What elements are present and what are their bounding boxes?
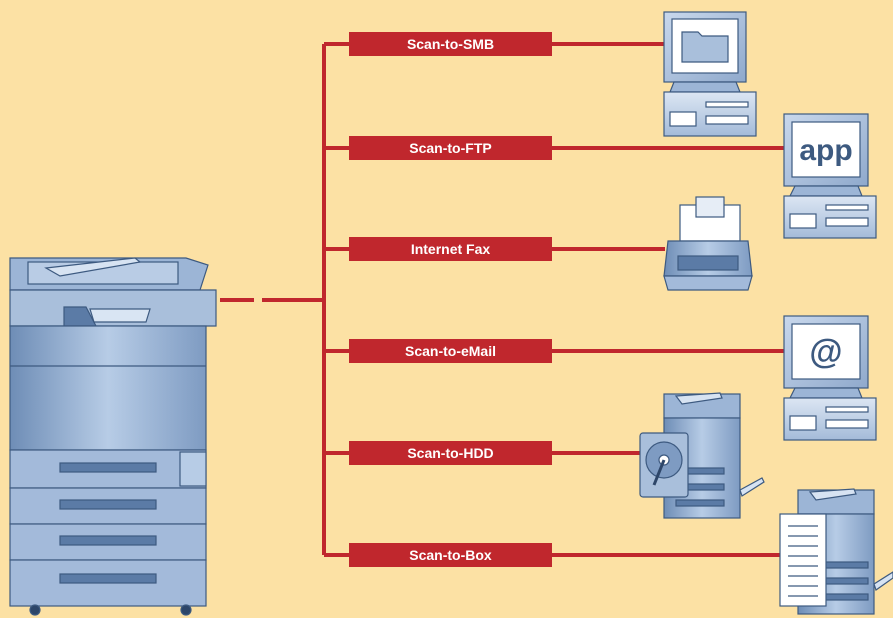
smb-computer (663, 11, 757, 137)
fax-printer (663, 196, 753, 291)
service-label-email: Scan-to-eMail (349, 339, 552, 363)
service-label-internet-fax: Internet Fax (349, 237, 552, 261)
service-label-ftp: Scan-to-FTP (349, 136, 552, 160)
mfp-device (9, 257, 217, 616)
app-badge-text: app (799, 134, 852, 167)
email-computer (783, 315, 877, 441)
service-label-hdd: Scan-to-HDD (349, 441, 552, 465)
app-server (783, 113, 877, 239)
document-box-icon (779, 513, 827, 607)
service-label-box: Scan-to-Box (349, 543, 552, 567)
service-label-smb: Scan-to-SMB (349, 32, 552, 56)
email-badge-text: @ (809, 333, 842, 371)
box-mfp (779, 488, 893, 615)
hdd-mfp (639, 392, 765, 519)
folder-icon (681, 31, 729, 63)
